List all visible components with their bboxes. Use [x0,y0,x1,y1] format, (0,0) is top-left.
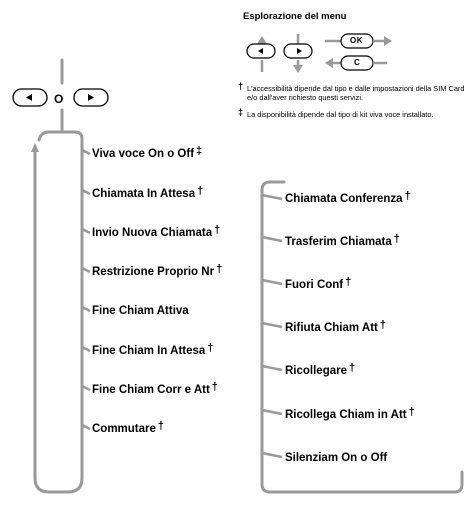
menu-item: Fine Chiam In Attesa† [92,342,213,357]
menu-item: Ricollega Chiam in Att† [285,406,415,421]
right-loop-frame [260,180,464,494]
menu-item-mark: ‡ [196,145,203,157]
legend-nav-keys [246,33,392,73]
menu-item-label: Ricollega Chiam in Att [285,409,407,421]
menu-item-mark: † [197,185,204,197]
menu-item: Fine Chiam Attiva [92,302,191,317]
menu-item: Trasferim Chiamata† [285,233,400,248]
c-key-label: C [354,58,361,67]
menu-item: Invio Nuova Chiamata† [92,224,220,239]
left-loop-arrowhead [31,143,39,152]
menu-item-mark: † [207,342,214,354]
menu-item-mark: † [393,233,400,245]
menu-item: Rifiuta Chiam Att† [285,319,386,334]
menu-item-label: Silenziam On o Off [285,452,388,464]
left-branch [81,345,91,353]
menu-item: Ricollegare† [285,362,355,377]
menu-item: Silenziam On o Off [285,449,389,464]
menu-item: Fine Chiam Corr e Att† [92,381,218,396]
menu-item: Commutare† [92,420,164,435]
right-branch [261,408,283,416]
left-loop-frame [33,130,84,494]
right-branch [261,193,283,201]
menu-item-label: Ricollegare [285,365,347,377]
menu-item-label: Viva voce On o Off [92,148,195,160]
right-branch [261,235,283,243]
menu-item-label: Fine Chiam Corr e Att [92,384,210,396]
menu-item: Chiamata In Attesa† [92,185,203,200]
right-branch [261,451,283,459]
left-branch [81,266,91,274]
left-branch [81,305,91,313]
menu-item-label: Fine Chiam Attiva [92,305,189,317]
menu-item-mark: † [345,276,352,288]
menu-item: Restrizione Proprio Nr† [92,263,222,278]
menu-item-label: Chiamata In Attesa [92,188,196,200]
left-branch [81,384,91,392]
menu-item-mark: † [349,362,356,374]
note-kit: ‡ La disponibilità dipende dal tipo di k… [238,107,466,120]
legend-title: Esplorazione del menu [243,11,347,22]
nav-keys [12,88,109,107]
menu-item-mark: † [214,224,221,236]
menu-item: Fuori Conf† [285,276,351,291]
menu-item: Chiamata Conferenza† [285,190,411,205]
menu-item-label: Restrizione Proprio Nr [92,266,215,278]
note-text: La disponibilità dipende dal tipo di kit… [247,110,434,119]
note-sim: † L'accessibilità dipende dal tipo e dal… [238,81,466,103]
menu-item-mark: † [408,406,415,418]
menu-item-label: Fine Chiam In Attesa [92,345,206,357]
left-branch [81,148,91,156]
menu-item-label: Trasferim Chiamata [285,236,392,248]
menu-item-label: Chiamata Conferenza [285,193,403,205]
menu-item-mark: † [404,190,411,202]
right-branch [261,364,283,372]
right-branch [261,278,283,286]
left-branch [81,188,91,196]
menu-item-mark: † [216,263,223,275]
nav-center-label: O [54,92,64,106]
menu-item-label: Invio Nuova Chiamata [92,227,213,239]
menu-item-mark: † [157,420,165,432]
note-text: L'accessibilità dipende dal tipo e dalle… [247,84,465,102]
left-loop-top [37,130,64,142]
note-mark: † [238,81,244,91]
menu-item-label: Fuori Conf [285,279,344,291]
menu-item-mark: † [379,319,386,331]
ok-key-label: OK [350,36,363,45]
menu-item-label: Rifiuta Chiam Att [285,322,378,334]
left-branch [81,227,91,235]
menu-item: Viva voce On o Off‡ [92,145,202,160]
menu-item-mark: † [211,381,218,393]
left-branch [81,423,91,431]
menu-item-label: Commutare [92,423,156,435]
note-mark: ‡ [238,107,244,117]
right-branch [261,321,283,329]
